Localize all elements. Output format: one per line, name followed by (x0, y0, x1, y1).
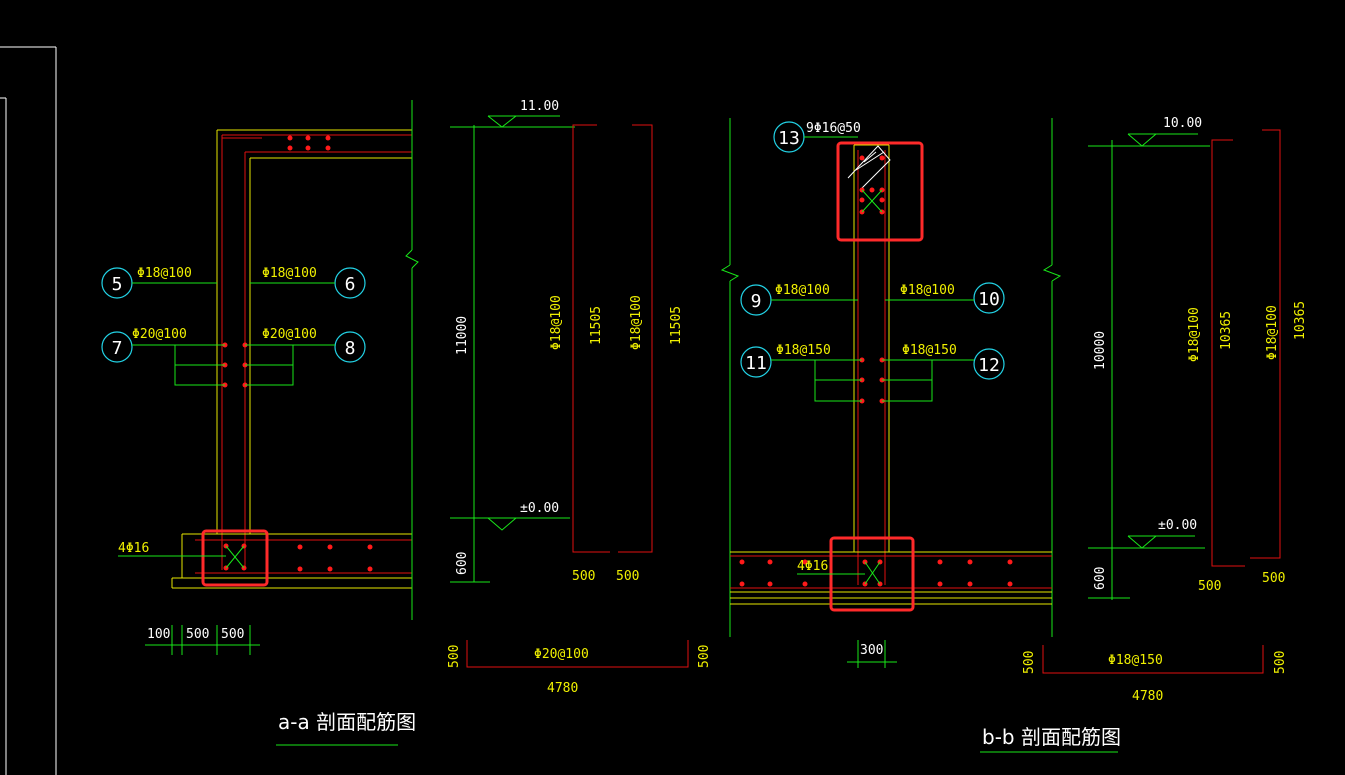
slab-b-width: 4780 (1132, 689, 1163, 704)
callout-9: 9 Φ18@100 (740, 283, 858, 316)
length-a-2: 11505 (669, 306, 684, 345)
section-b-4phi16: 4Φ16 (797, 559, 828, 574)
section-b-bottom-dim: 300 (847, 640, 897, 668)
length-b-1: 10365 (1219, 311, 1234, 350)
section-a-title-text: a-a 剖面配筋图 (278, 710, 416, 734)
rebar-a-1: Φ18@100 (549, 295, 564, 350)
callout-6: 6 Φ18@100 (250, 266, 366, 299)
callout-6-label: Φ18@100 (262, 266, 317, 281)
height-a-dim: 11000 (455, 316, 470, 355)
callout-13-num: 13 (778, 128, 800, 149)
section-a-structure (171, 100, 419, 620)
slab-b-label: Φ18@150 (1108, 653, 1163, 668)
section-b-title: b-b 剖面配筋图 (980, 725, 1121, 753)
callout-9-num: 9 (751, 291, 762, 312)
section-b-bottom-bar-label: 4Φ16 (797, 559, 865, 575)
elev-b-bottom: ±0.00 (1158, 518, 1197, 533)
slab-b-left: 500 (1022, 651, 1037, 674)
section-b-elevation: 10.00 ±0.00 10000 600 Φ18@100 10365 Φ18@… (1022, 116, 1308, 704)
section-a-title: a-a 剖面配筋图 (276, 710, 416, 746)
slab-a-label: Φ20@100 (534, 647, 589, 662)
elev-b-top: 10.00 (1163, 116, 1202, 131)
dim-500-a2: 500 (221, 627, 244, 642)
length-b-2: 10365 (1293, 301, 1308, 340)
section-b-rebar-dots (739, 155, 1013, 587)
section-a-bottom-bar-label: 4Φ16 (118, 541, 226, 557)
height-b-dim: 10000 (1093, 331, 1108, 370)
callout-10-num: 10 (978, 289, 1000, 310)
rebar-a-2: Φ18@100 (629, 295, 644, 350)
callout-13: 13 9Φ16@50 (773, 121, 861, 153)
callout-11: 11 Φ18@150 (740, 343, 862, 402)
rebar-b-2: Φ18@100 (1265, 305, 1280, 360)
elev-a-top: 11.00 (520, 99, 559, 114)
callout-11-label: Φ18@150 (776, 343, 831, 358)
dim-500-a1: 500 (186, 627, 209, 642)
callout-5-num: 5 (112, 274, 123, 295)
slab-a-width: 4780 (547, 681, 578, 696)
section-a-elevation: 11.00 ±0.00 11000 600 Φ18@100 11505 Φ18@… (447, 99, 712, 696)
callout-10-label: Φ18@100 (900, 283, 955, 298)
foot-b-1: 500 (1198, 579, 1221, 594)
section-b-top-highlight (836, 141, 924, 242)
dim-100: 100 (147, 627, 170, 642)
callout-7: 7 Φ20@100 (101, 327, 225, 386)
callout-5: 5 Φ18@100 (101, 266, 217, 299)
callout-9-label: Φ18@100 (775, 283, 830, 298)
dim-300: 300 (860, 643, 883, 658)
slab-a-right: 500 (697, 645, 712, 668)
callout-12-num: 12 (978, 355, 1000, 376)
section-b-structure (720, 118, 1062, 637)
callout-6-num: 6 (345, 274, 356, 295)
section-a-corner-highlight (201, 529, 269, 587)
viewport-frame (0, 46, 57, 775)
rebar-b-1: Φ18@100 (1187, 307, 1202, 362)
length-a-1: 11505 (589, 306, 604, 345)
base-a-dim: 600 (455, 552, 470, 575)
elev-a-bottom: ±0.00 (520, 501, 559, 516)
foot-a-2: 500 (616, 569, 639, 584)
callout-7-num: 7 (112, 338, 123, 359)
callout-8-num: 8 (345, 338, 356, 359)
section-b-title-text: b-b 剖面配筋图 (982, 725, 1121, 749)
base-b-dim: 600 (1093, 567, 1108, 590)
callout-12: 12 Φ18@150 (882, 343, 1005, 402)
callout-5-label: Φ18@100 (137, 266, 192, 281)
callout-7-label: Φ20@100 (132, 327, 187, 342)
slab-b-right: 500 (1273, 651, 1288, 674)
callout-12-label: Φ18@150 (902, 343, 957, 358)
callout-13-label: 9Φ16@50 (806, 121, 861, 136)
section-a-bottom-dims: 100 500 500 (145, 625, 260, 655)
foot-b-2: 500 (1262, 571, 1285, 586)
section-a-4phi16: 4Φ16 (118, 541, 149, 556)
foot-a-1: 500 (572, 569, 595, 584)
callout-10: 10 Φ18@100 (885, 282, 1005, 314)
callout-8: 8 Φ20@100 (245, 327, 366, 386)
slab-a-left: 500 (447, 645, 462, 668)
callout-11-num: 11 (745, 353, 767, 374)
callout-8-label: Φ20@100 (262, 327, 317, 342)
